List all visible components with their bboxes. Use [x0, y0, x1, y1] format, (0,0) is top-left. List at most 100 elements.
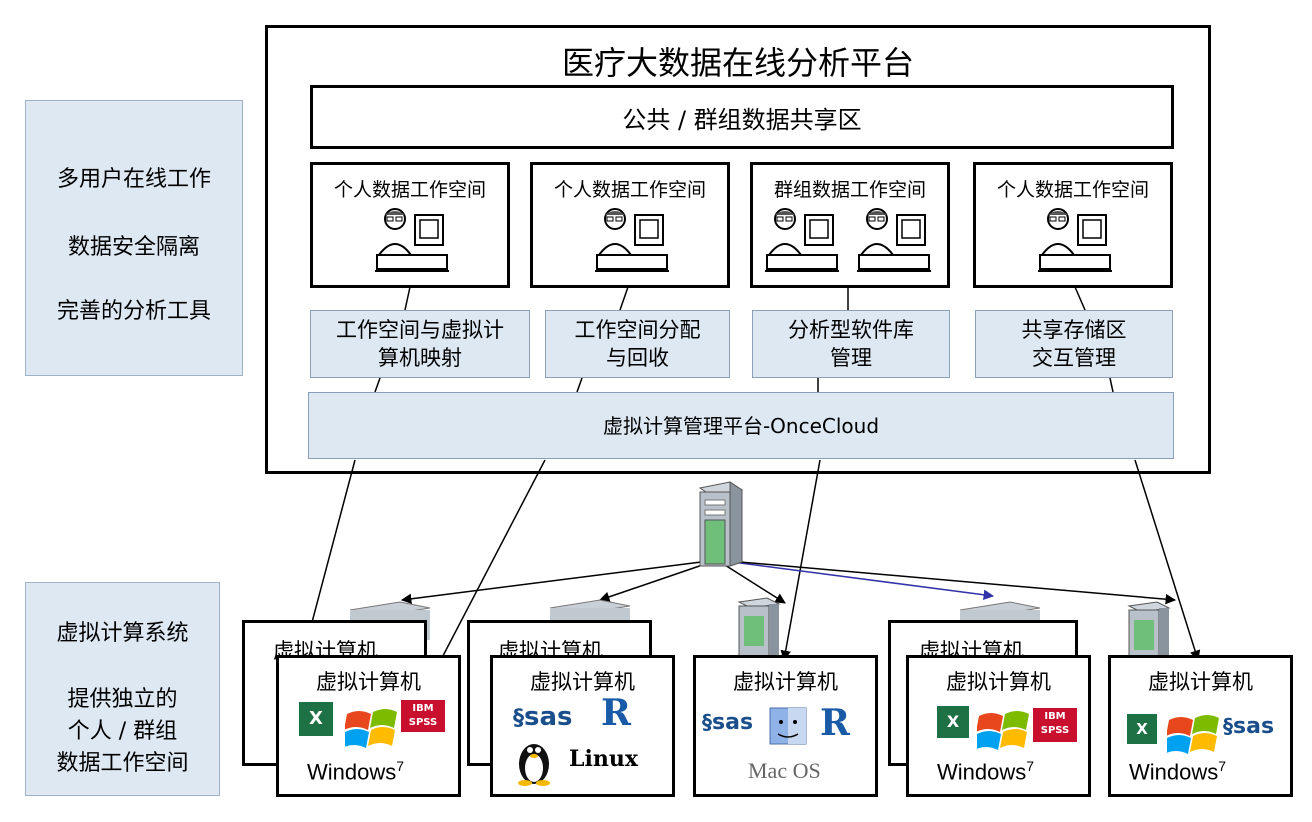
module-allocation: 工作空间分配与回收: [545, 310, 730, 378]
user-computer-icon: [857, 208, 931, 272]
server-arrow-3: [716, 559, 786, 604]
workspace-4: 个人数据工作空间: [973, 162, 1173, 288]
user-computer-icon: [375, 208, 449, 272]
features-panel: 多用户在线工作 数据安全隔离 完善的分析工具: [25, 100, 243, 376]
windows-version: 7: [1026, 758, 1035, 774]
module-software-library: 分析型软件库管理: [752, 310, 950, 378]
virtual-machine-5: 虚拟计算机 X §sas Windows7: [1108, 655, 1293, 797]
spss-label: SPSS: [1040, 725, 1070, 736]
ibm-label: IBM: [412, 703, 434, 714]
windows-logo-icon: [977, 711, 1029, 750]
module-line: 工作空间分配: [574, 318, 701, 342]
sas-label: sas: [712, 710, 754, 735]
windows-version: 7: [1218, 758, 1227, 774]
windows-7-label: Windows7: [307, 758, 404, 785]
finder-icon: [769, 707, 807, 745]
tux-penguin-icon: [518, 744, 550, 786]
vm-label: 虚拟计算机: [316, 670, 421, 694]
module-line: 共享存储区: [1021, 318, 1127, 342]
windows-logo-icon: [1167, 715, 1219, 754]
platform-title: 医疗大数据在线分析平台: [561, 44, 914, 82]
platform-frame: 医疗大数据在线分析平台: [265, 25, 1211, 474]
server-arrow-2: [599, 559, 718, 602]
vm-label: 虚拟计算机: [733, 670, 838, 694]
virtual-machine-1: 虚拟计算机 X IBM SPSS Windows7: [276, 655, 461, 797]
server-icon: [737, 597, 781, 656]
module-line: 交互管理: [1032, 346, 1116, 370]
management-platform: 虚拟计算管理平台-OnceCloud: [308, 392, 1174, 459]
vm-system-desc-1: 提供独立的: [67, 687, 178, 712]
server-arrow-1: [400, 559, 718, 605]
vm-system-panel: 虚拟计算系统 提供独立的 个人 / 群组 数据工作空间: [25, 582, 220, 796]
sas-label: sas: [1233, 714, 1275, 739]
macos-label: Mac OS: [748, 758, 821, 783]
workspace-label: 个人数据工作空间: [333, 179, 486, 201]
management-label: 虚拟计算管理平台-OnceCloud: [602, 413, 880, 438]
sas-label: sas: [524, 702, 573, 732]
sas-logo-icon: §sas: [513, 702, 573, 732]
server-icon: [1127, 601, 1171, 660]
windows-version: 7: [396, 758, 405, 774]
vm-link-2: [432, 459, 546, 676]
windows-logo-icon: [345, 709, 397, 748]
module-line: 算机映射: [378, 346, 462, 370]
workspace-3: 群组数据工作空间: [750, 162, 950, 288]
module-vm-mapping: 工作空间与虚拟计算机映射: [310, 310, 530, 378]
mod-link-4: [1109, 377, 1114, 393]
vm-link-4: [1134, 459, 1201, 662]
excel-icon: X: [1127, 714, 1157, 744]
ibm-spss-icon: IBM SPSS: [401, 700, 445, 732]
ws-link-2: [619, 286, 629, 311]
server-arrow-5: [716, 559, 1177, 605]
spss-label: SPSS: [408, 717, 438, 728]
vm-label: 虚拟计算机: [1148, 670, 1253, 694]
mod-link-1: [374, 377, 381, 393]
ibm-spss-icon: IBM SPSS: [1033, 708, 1077, 742]
windows-label: Windows: [307, 759, 397, 785]
linux-label: Linux: [569, 746, 638, 772]
virtual-machine-3: 虚拟计算机 §sas R Mac OS: [693, 655, 878, 797]
windows-label: Windows: [937, 759, 1027, 785]
windows-7-label: Windows7: [937, 758, 1034, 785]
vm-system-title: 虚拟计算系统: [56, 621, 189, 646]
windows-label: Windows: [1129, 759, 1219, 785]
server-icon: [698, 481, 744, 567]
server-arrow-4: [716, 559, 995, 600]
workspace-label: 群组数据工作空间: [773, 179, 926, 201]
vm-link-3: [780, 459, 821, 662]
user-computer-icon: [765, 208, 839, 272]
workspace-label: 个人数据工作空间: [553, 179, 706, 201]
sas-logo-icon: §sas: [1223, 714, 1275, 739]
mod-link-2: [576, 377, 583, 393]
virtual-machine-2: 虚拟计算机 §sas R Linux: [490, 655, 675, 797]
workspace-2: 个人数据工作空间: [530, 162, 730, 288]
vm-label: 虚拟计算机: [946, 670, 1051, 694]
feature-tools: 完善的分析工具: [56, 299, 211, 324]
workspace-1: 个人数据工作空间: [310, 162, 510, 288]
r-logo-icon: R: [820, 702, 850, 744]
module-line: 与回收: [606, 346, 669, 370]
share-zone: 公共 / 群组数据共享区: [310, 85, 1174, 149]
vm-label: 虚拟计算机: [530, 670, 635, 694]
user-computer-icon: [1038, 208, 1112, 272]
workspace-label: 个人数据工作空间: [996, 179, 1149, 201]
r-logo-icon: R: [601, 692, 631, 734]
feature-multiuser: 多用户在线工作: [56, 167, 211, 192]
user-computer-icon: [595, 208, 669, 272]
module-line: 分析型软件库: [788, 318, 914, 342]
excel-icon: X: [937, 706, 969, 738]
vm-system-desc-3: 数据工作空间: [56, 751, 189, 776]
ws-link-1: [404, 286, 411, 311]
module-storage: 共享存储区交互管理: [975, 310, 1173, 378]
feature-security: 数据安全隔离: [67, 235, 200, 260]
ws-link-4: [1074, 286, 1086, 311]
module-line: 管理: [830, 346, 872, 370]
ibm-label: IBM: [1044, 711, 1066, 722]
virtual-machine-4: 虚拟计算机 X IBM SPSS Windows7: [906, 655, 1091, 797]
windows-7-label: Windows7: [1129, 758, 1226, 785]
module-line: 工作空间与虚拟计: [336, 318, 504, 342]
vm-system-desc-2: 个人 / 群组: [67, 719, 178, 744]
sas-logo-icon: §sas: [702, 710, 754, 735]
excel-icon: X: [299, 702, 333, 736]
